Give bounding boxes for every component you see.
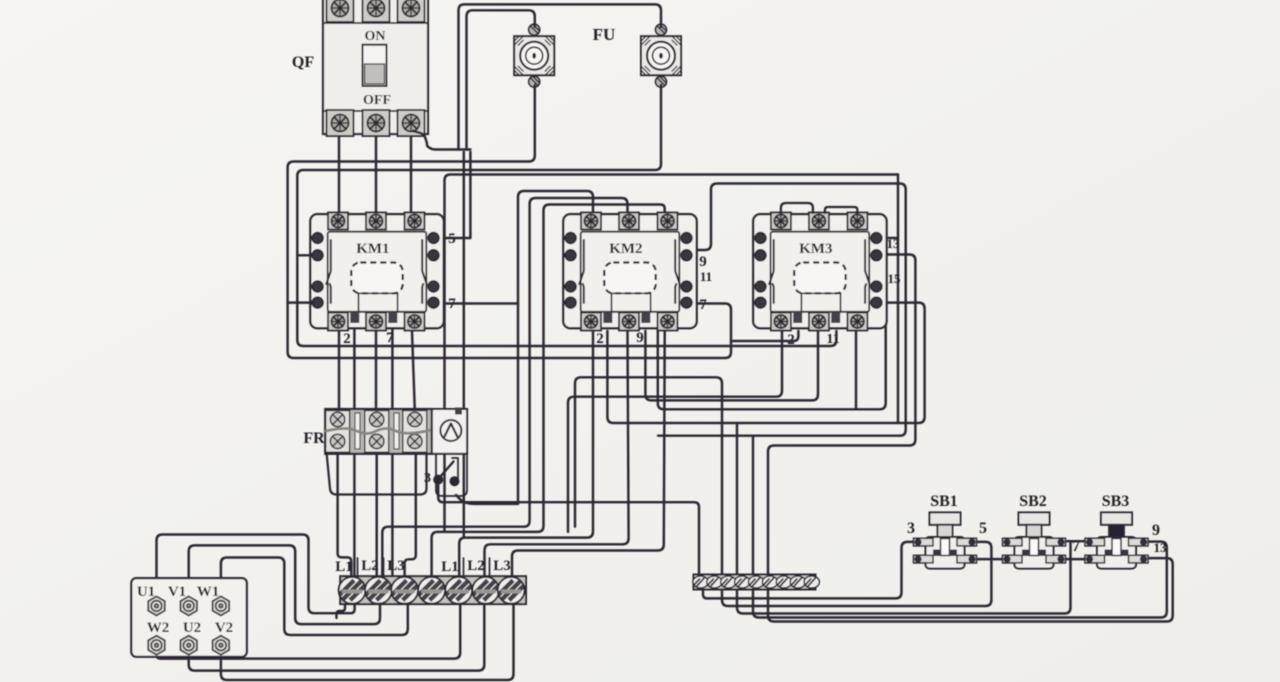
svg-text:V2: V2 xyxy=(215,620,233,636)
svg-text:KM1: KM1 xyxy=(356,241,389,257)
svg-text:W2: W2 xyxy=(147,620,170,636)
svg-text:ON: ON xyxy=(365,29,386,44)
svg-text:9: 9 xyxy=(699,254,707,270)
svg-text:11: 11 xyxy=(700,269,712,284)
svg-text:15: 15 xyxy=(888,271,902,286)
svg-text:L2: L2 xyxy=(467,558,485,574)
svg-text:QF: QF xyxy=(292,54,314,71)
svg-text:13: 13 xyxy=(1154,540,1168,555)
svg-text:U2: U2 xyxy=(183,620,201,636)
svg-text:L3: L3 xyxy=(387,558,405,574)
svg-text:L2: L2 xyxy=(361,558,379,574)
svg-text:SB2: SB2 xyxy=(1019,493,1047,510)
svg-text:FU: FU xyxy=(593,25,616,44)
svg-text:11: 11 xyxy=(826,332,839,347)
svg-text:KM2: KM2 xyxy=(609,241,642,257)
svg-text:2: 2 xyxy=(787,332,795,348)
svg-text:5: 5 xyxy=(448,231,456,247)
svg-text:7: 7 xyxy=(448,296,456,312)
svg-text:3: 3 xyxy=(424,471,431,486)
svg-text:5: 5 xyxy=(979,520,987,537)
svg-text:SB1: SB1 xyxy=(930,493,958,510)
svg-text:L3: L3 xyxy=(493,558,511,574)
svg-text:2: 2 xyxy=(343,331,351,347)
svg-text:V1: V1 xyxy=(168,584,186,600)
svg-text:U1: U1 xyxy=(137,584,155,600)
svg-text:9: 9 xyxy=(636,330,644,346)
svg-text:3: 3 xyxy=(907,520,915,537)
svg-text:L1: L1 xyxy=(441,559,459,575)
svg-text:OFF: OFF xyxy=(363,93,391,108)
svg-text:13: 13 xyxy=(887,236,901,251)
svg-text:W1: W1 xyxy=(197,584,220,600)
svg-text:FR: FR xyxy=(303,430,325,447)
svg-text:9: 9 xyxy=(1152,522,1160,539)
svg-text:SB3: SB3 xyxy=(1102,493,1130,510)
svg-text:KM3: KM3 xyxy=(799,241,832,257)
svg-text:7: 7 xyxy=(699,297,707,313)
svg-text:7: 7 xyxy=(1072,538,1080,555)
svg-text:L1: L1 xyxy=(335,559,353,575)
svg-text:7: 7 xyxy=(386,330,394,346)
svg-text:2: 2 xyxy=(596,331,604,347)
